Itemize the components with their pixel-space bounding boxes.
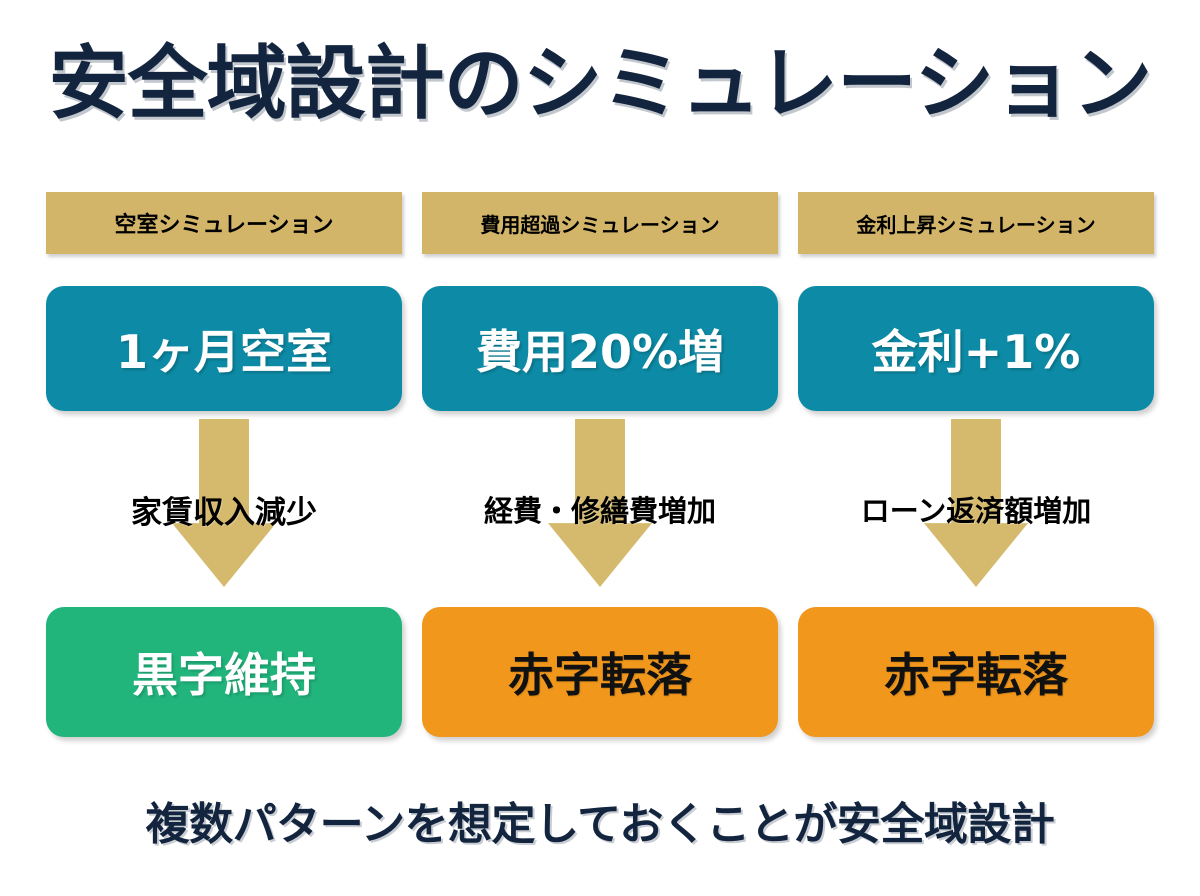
scenario-column-cost-overrun: 費用超過シミュレーション 費用20%増 経費・修繕費増加 赤字転落 (422, 192, 778, 737)
arrow-label-cost-overrun: 経費・修繕費増加 (483, 494, 716, 528)
footer-summary: 複数パターンを想定しておくことが安全域設計 (145, 799, 1055, 850)
arrow-label-vacancy: 家賃収入減少 (131, 494, 317, 531)
scenario-column-interest-rate: 金利上昇シミュレーション 金利+1% ローン返済額増加 赤字転落 (798, 192, 1154, 737)
result-box-interest-rate: 赤字転落 (798, 607, 1154, 737)
scenario-box-cost-overrun: 費用20%増 (422, 286, 778, 411)
arrow-zone-cost-overrun: 経費・修繕費増加 (422, 411, 778, 607)
page-title: 安全域設計のシミュレーション (48, 37, 1153, 130)
column-header-vacancy: 空室シミュレーション (46, 192, 402, 254)
result-box-vacancy: 黒字維持 (46, 607, 402, 737)
arrow-label-interest-rate: ローン返済額増加 (860, 494, 1092, 528)
result-box-cost-overrun: 赤字転落 (422, 607, 778, 737)
column-header-interest-rate: 金利上昇シミュレーション (798, 192, 1154, 254)
scenario-box-interest-rate: 金利+1% (798, 286, 1154, 411)
scenario-box-vacancy: 1ヶ月空室 (46, 286, 402, 411)
column-header-cost-overrun: 費用超過シミュレーション (422, 192, 778, 254)
scenario-column-vacancy: 空室シミュレーション 1ヶ月空室 家賃収入減少 黒字維持 (46, 192, 402, 737)
arrow-zone-vacancy: 家賃収入減少 (46, 411, 402, 607)
arrow-zone-interest-rate: ローン返済額増加 (798, 411, 1154, 607)
scenario-columns: 空室シミュレーション 1ヶ月空室 家賃収入減少 黒字維持 費用超過シミュレーショ… (46, 192, 1154, 737)
